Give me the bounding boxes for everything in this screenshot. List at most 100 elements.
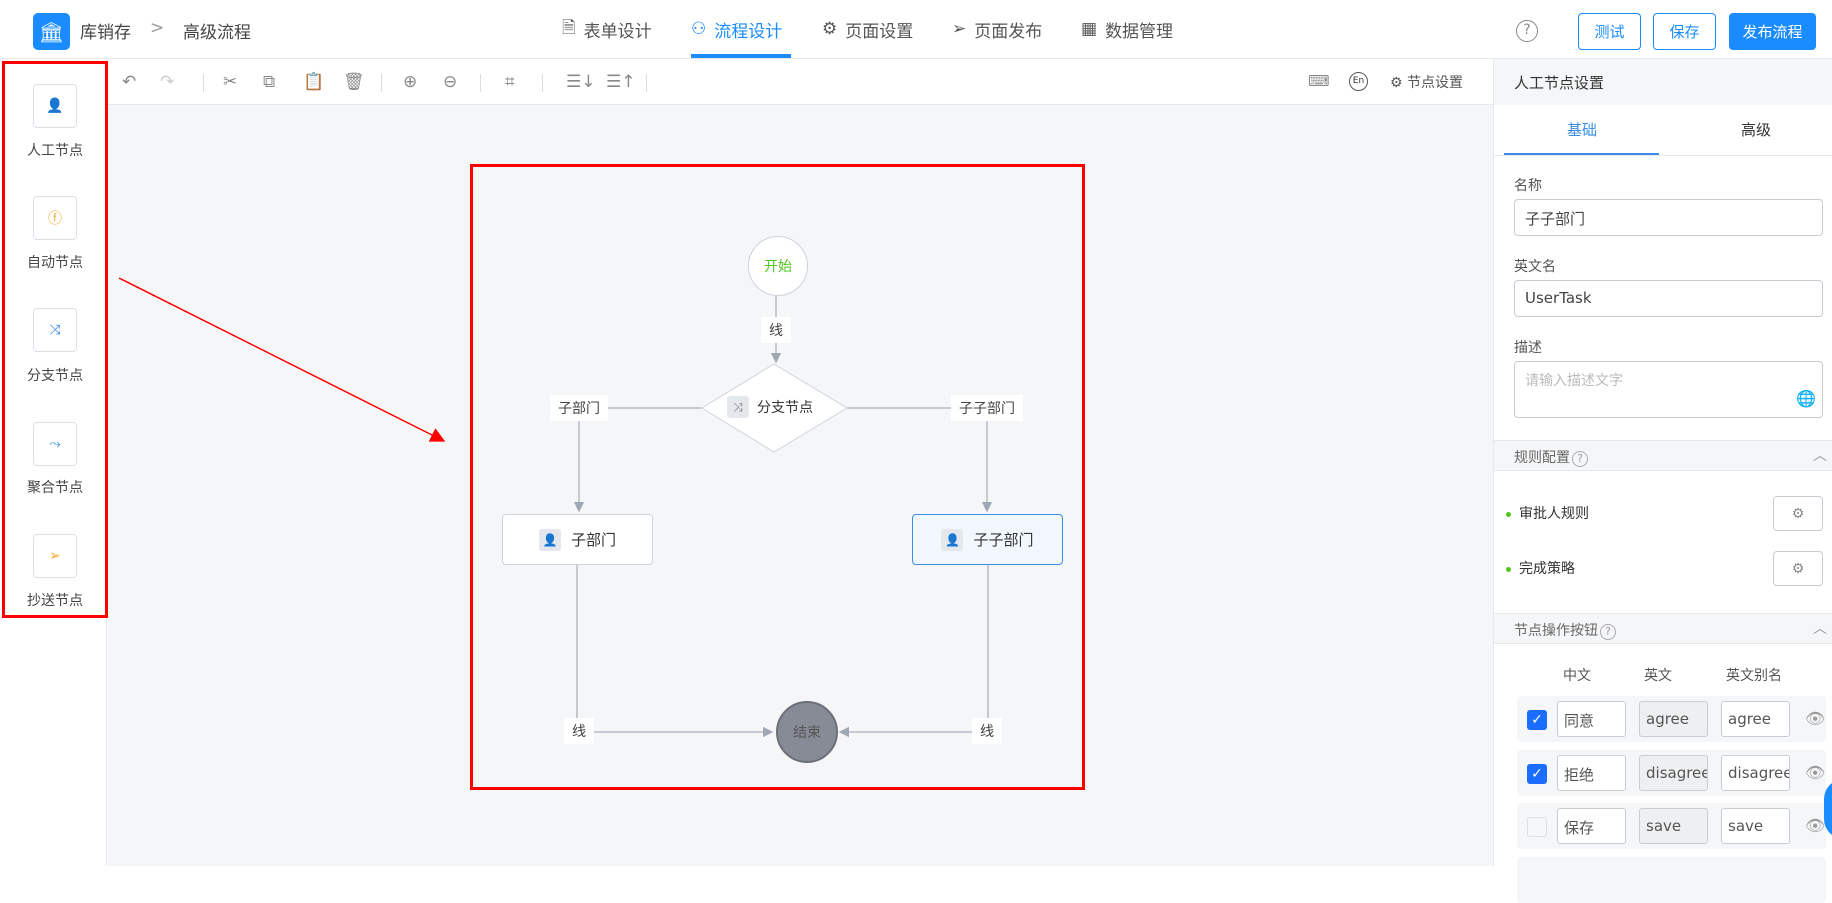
breadcrumb-app[interactable]: 库销存 <box>80 23 131 43</box>
gear-icon: ⚙ <box>1791 560 1805 577</box>
tab-basic[interactable]: 基础 <box>1567 121 1598 139</box>
task-node-label: 子部门 <box>570 531 616 549</box>
language-en-icon[interactable]: En <box>1349 72 1368 91</box>
rule-label: 完成策略 <box>1519 561 1575 577</box>
copy-icon[interactable]: ⧉ <box>263 72 276 92</box>
eye-icon[interactable]: 👁 <box>1805 709 1826 728</box>
user-icon[interactable]: 👤 <box>33 84 77 128</box>
rules-section-header[interactable]: 规则配置? ︿ <box>1494 440 1832 471</box>
tab-page-settings[interactable]: ⚙页面设置 <box>822 16 913 42</box>
column-header: 中文 <box>1563 668 1591 684</box>
palette-item-merge[interactable]: 聚合节点 <box>27 480 83 496</box>
grid-icon: ▦ <box>1081 19 1098 39</box>
cut-icon[interactable]: ✂ <box>223 72 238 92</box>
english-name-label: 英文名 <box>1514 259 1556 275</box>
merge-icon[interactable]: ⤳ <box>33 422 77 466</box>
description-textarea[interactable]: 请输入描述文字 <box>1514 361 1823 418</box>
user-icon: 👤 <box>538 528 561 551</box>
tab-label: 数据管理 <box>1105 21 1174 42</box>
op-alias-input[interactable]: disagree <box>1721 755 1790 791</box>
op-cn-input[interactable]: 同意 <box>1557 701 1626 737</box>
chevron-up-icon[interactable]: ︿ <box>1813 448 1827 464</box>
undo-icon[interactable]: ↶ <box>122 72 137 92</box>
publish-flow-button[interactable]: 发布流程 <box>1729 13 1816 50</box>
active-tab-indicator <box>1504 153 1659 156</box>
column-header: 英文别名 <box>1726 668 1782 684</box>
gear-icon: ⚙ <box>822 19 838 39</box>
edge-label[interactable]: 线 <box>564 718 594 744</box>
help-icon[interactable]: ? <box>1600 624 1616 640</box>
divider <box>480 74 481 92</box>
end-node[interactable]: 结束 <box>776 701 838 763</box>
palette-item-branch[interactable]: 分支节点 <box>27 368 83 384</box>
annotation-box-canvas <box>470 164 1085 790</box>
breadcrumb-separator-icon: > <box>150 18 165 38</box>
zoom-in-icon[interactable]: ⊕ <box>403 72 418 92</box>
op-checkbox[interactable]: ✓ <box>1527 710 1547 730</box>
keyboard-icon[interactable]: ⌨ <box>1308 72 1330 90</box>
tab-page-publish[interactable]: ➢页面发布 <box>952 16 1042 42</box>
chevron-up-icon[interactable]: ︿ <box>1813 621 1827 637</box>
op-checkbox[interactable]: ✓ <box>1527 764 1547 784</box>
op-en-input: disagree <box>1639 755 1708 791</box>
palette-item-auto[interactable]: 自动节点 <box>27 255 83 271</box>
help-icon[interactable]: ? <box>1572 451 1588 467</box>
tab-flow-design[interactable]: ⚇流程设计 <box>691 16 782 42</box>
test-button[interactable]: 测试 <box>1578 13 1641 50</box>
tab-form-design[interactable]: 🗎表单设计 <box>562 16 652 42</box>
save-button[interactable]: 保存 <box>1653 13 1716 50</box>
branch-icon: ⤨ <box>727 396 749 418</box>
ops-section-header[interactable]: 节点操作按钮?︿ <box>1494 613 1832 644</box>
op-cn-input[interactable]: 拒绝 <box>1557 755 1626 791</box>
edge-label[interactable]: 线 <box>761 317 791 343</box>
palette-item-cc[interactable]: 抄送节点 <box>27 593 83 609</box>
annotation-box-palette <box>2 61 108 618</box>
tab-label: 页面发布 <box>974 21 1043 42</box>
node-settings-button[interactable]: ⚙ 节点设置 <box>1390 72 1463 92</box>
gear-icon: ⚙ <box>1791 505 1805 522</box>
task-node[interactable]: 👤 子部门 <box>502 514 653 565</box>
completion-strategy-settings-button[interactable]: ⚙ <box>1773 551 1823 586</box>
document-icon: 🗎 <box>562 17 576 38</box>
op-alias-input[interactable]: save <box>1721 808 1790 844</box>
edge-label[interactable]: 子部门 <box>550 395 608 421</box>
tab-advanced[interactable]: 高级 <box>1741 121 1772 139</box>
eye-icon[interactable]: 👁 <box>1805 816 1826 835</box>
redo-icon[interactable]: ↷ <box>160 72 175 92</box>
op-row: ✓ 同意 agree agree 👁 <box>1517 696 1826 742</box>
task-node-selected[interactable]: 👤子子部门 <box>912 514 1063 565</box>
name-label: 名称 <box>1514 178 1542 194</box>
sort-up-icon[interactable]: ☰↑ <box>606 72 636 92</box>
op-alias-input[interactable]: agree <box>1721 701 1790 737</box>
branch-icon[interactable]: ⤨ <box>33 308 77 352</box>
paste-icon[interactable]: 📋 <box>303 72 325 92</box>
palette-item-manual[interactable]: 人工节点 <box>27 143 83 159</box>
english-name-input[interactable]: UserTask <box>1514 280 1823 317</box>
divider <box>542 74 543 92</box>
lightning-icon[interactable]: ⓕ <box>33 196 77 240</box>
node-settings-label: 节点设置 <box>1407 75 1464 91</box>
sort-down-icon[interactable]: ☰↓ <box>566 72 596 92</box>
divider <box>1494 155 1832 156</box>
edge-label[interactable]: 线 <box>972 718 1002 744</box>
user-icon: 👤 <box>941 528 964 551</box>
op-checkbox[interactable] <box>1527 817 1547 837</box>
divider <box>381 74 382 92</box>
help-icon[interactable]: ? <box>1516 20 1538 42</box>
tab-data-management[interactable]: ▦ 数据管理 <box>1081 16 1173 42</box>
floating-help-button[interactable] <box>1824 779 1832 839</box>
zoom-out-icon[interactable]: ⊖ <box>443 72 458 92</box>
send-icon[interactable]: ➢ <box>33 534 77 578</box>
approver-rule-settings-button[interactable]: ⚙ <box>1773 496 1823 531</box>
name-input[interactable]: 子子部门 <box>1514 199 1823 236</box>
branch-node[interactable]: ⤨分支节点 <box>727 396 813 418</box>
delete-icon[interactable]: 🗑 <box>343 72 365 92</box>
fit-canvas-icon[interactable]: ⌗ <box>505 72 515 92</box>
edge-label[interactable]: 子子部门 <box>951 395 1023 421</box>
globe-icon[interactable]: 🌐 <box>1796 389 1816 408</box>
eye-icon[interactable]: 👁 <box>1805 763 1826 782</box>
status-dot <box>1506 566 1511 572</box>
start-node[interactable]: 开始 <box>748 236 808 296</box>
section-title: 规则配置 <box>1514 450 1570 466</box>
op-cn-input[interactable]: 保存 <box>1557 808 1626 844</box>
